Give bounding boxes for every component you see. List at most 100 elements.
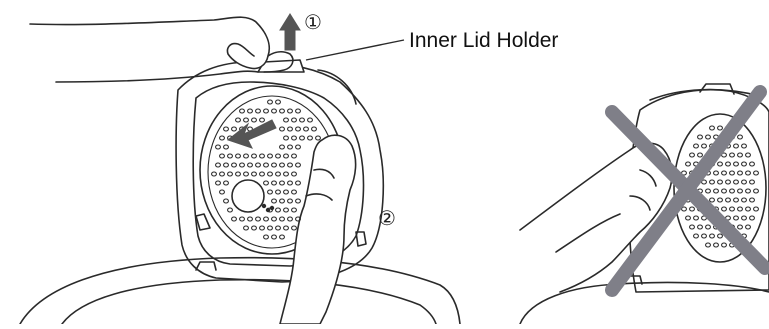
perforation-hole [734, 216, 739, 220]
perforation-hole [730, 189, 735, 193]
perforation-hole [288, 109, 293, 113]
correct-method-illustration [20, 17, 460, 324]
perforation-hole [730, 207, 735, 211]
perforation-hole [252, 154, 257, 158]
perforation-hole [260, 172, 265, 176]
perforation-hole [280, 145, 285, 149]
perforation-hole [296, 127, 301, 131]
perforation-hole [750, 162, 755, 166]
perforation-hole [698, 135, 703, 139]
perforation-hole [746, 225, 751, 229]
perforation-hole [698, 153, 703, 157]
push-arrow [228, 120, 276, 148]
perforation-hole [268, 226, 273, 230]
perforation-hole [252, 118, 257, 122]
perforation-hole [244, 154, 249, 158]
perforation-hole [296, 163, 301, 167]
perforation-hole [280, 127, 285, 131]
perforation-hole [280, 163, 285, 167]
perforation-hole [714, 243, 719, 247]
perforation-hole [264, 109, 269, 113]
inner-lid-holder-label: Inner Lid Holder [409, 29, 558, 53]
perforation-hole [228, 208, 233, 212]
perforation-hole [722, 189, 727, 193]
perforation-hole [288, 127, 293, 131]
perforation-hole [754, 207, 759, 211]
perforation-hole [232, 163, 237, 167]
perforation-hole [694, 144, 699, 148]
perforation-hole [244, 172, 249, 176]
perforation-hole [706, 225, 711, 229]
step-2-marker: ② [378, 206, 396, 230]
perforation-hole [742, 198, 747, 202]
perforation-hole [738, 135, 743, 139]
lid-top-hook [318, 70, 356, 104]
perforation-hole [260, 226, 265, 230]
perforation-hole [256, 109, 261, 113]
perforation-hole [272, 109, 277, 113]
perforation-hole [228, 172, 233, 176]
perforation-hole [292, 118, 297, 122]
perforation-hole [272, 181, 277, 185]
upper-arm-lower-edge [56, 71, 258, 82]
perforation-hole [264, 163, 269, 167]
perforation-hole [272, 217, 277, 221]
perforation-hole [718, 126, 723, 130]
perforation-hole [734, 180, 739, 184]
perforation-hole [726, 180, 731, 184]
perforation-hole [276, 226, 281, 230]
hand-right [520, 143, 672, 292]
perforation-hole [232, 217, 237, 221]
perforation-hole [714, 171, 719, 175]
perforation-hole [292, 136, 297, 140]
perforation-hole [698, 225, 703, 229]
perforation-hole [706, 243, 711, 247]
cooker-base-inner-rim [62, 280, 436, 324]
perforation-hole [264, 181, 269, 185]
perforation-hole [284, 136, 289, 140]
perforation-hole [706, 189, 711, 193]
perforation-hole [292, 208, 297, 212]
perforation-hole [260, 118, 265, 122]
perforation-hole [300, 118, 305, 122]
perforation-hole [284, 190, 289, 194]
perforation-hole [702, 234, 707, 238]
perforation-hole [746, 189, 751, 193]
perforation-hole [220, 172, 225, 176]
perforation-hole [686, 162, 691, 166]
perforation-hole [284, 172, 289, 176]
perforation-hole [710, 180, 715, 184]
perforation-hole [718, 180, 723, 184]
perforation-hole [292, 226, 297, 230]
perforation-hole [240, 109, 245, 113]
perforation-hole [240, 217, 245, 221]
perforation-hole [220, 190, 225, 194]
perforation-hole [236, 154, 241, 158]
perforation-hole [288, 145, 293, 149]
perforation-hole [224, 145, 229, 149]
perforation-hole [268, 100, 273, 104]
perforation-hole [706, 135, 711, 139]
perforation-hole [710, 126, 715, 130]
perforation-hole [734, 198, 739, 202]
perforation-hole [746, 171, 751, 175]
perforation-hole [308, 136, 313, 140]
callout-leader-line [306, 40, 404, 60]
perforation-hole [256, 163, 261, 167]
perforation-hole [750, 216, 755, 220]
perforation-hole [690, 153, 695, 157]
perforation-hole [742, 180, 747, 184]
perforation-hole [710, 234, 715, 238]
perforation-hole [224, 163, 229, 167]
perforation-hole [264, 217, 269, 221]
perforation-hole [248, 109, 253, 113]
perforation-hole [730, 171, 735, 175]
perforation-hole [292, 154, 297, 158]
perforation-hole [746, 153, 751, 157]
perforation-hole [284, 154, 289, 158]
perforation-hole [212, 172, 217, 176]
perforation-hole [718, 198, 723, 202]
perforation-hole [216, 181, 221, 185]
perforation-hole [276, 154, 281, 158]
